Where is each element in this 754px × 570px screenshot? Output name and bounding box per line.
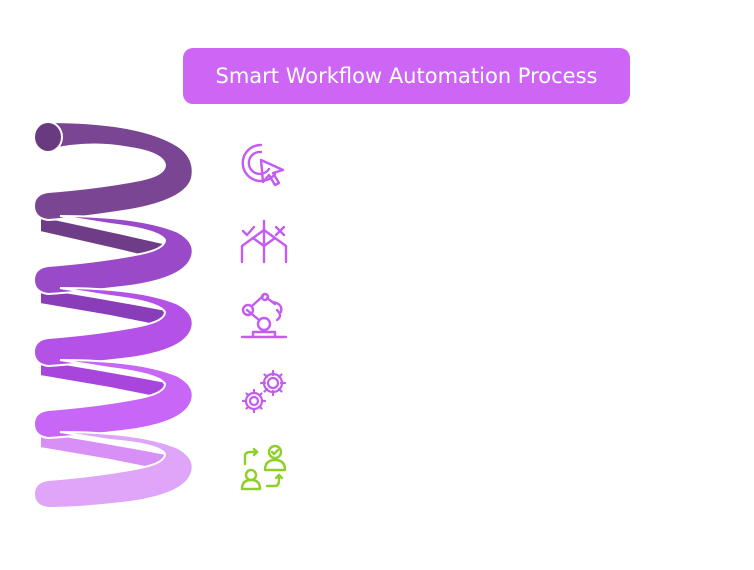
coil-turn-1 [32, 120, 194, 222]
step-2-icon [239, 218, 289, 268]
click-pointer-icon [241, 143, 285, 187]
coil-turn-4 [32, 359, 194, 440]
coil-turn-5 [32, 431, 194, 510]
step-4-icon [239, 368, 289, 418]
step-1-icon [239, 140, 289, 190]
users-exchange-icon [240, 444, 287, 491]
step-3-icon [239, 292, 289, 342]
title-badge: Smart Workflow Automation Process [183, 48, 630, 104]
step-5-icon [239, 442, 289, 492]
decision-check-cross-icon [240, 219, 288, 264]
coil-end-cap [33, 121, 63, 153]
coil-turn-3 [32, 287, 194, 368]
gears-icon [241, 369, 287, 414]
coil-turn-2 [32, 215, 194, 296]
robot-arm-icon [240, 292, 288, 339]
diagram-title: Smart Workflow Automation Process [215, 64, 598, 88]
